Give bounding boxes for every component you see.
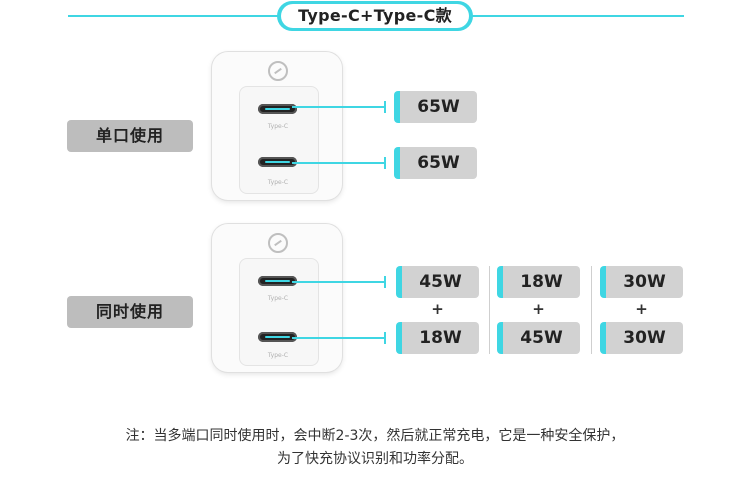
usb-c-port-bottom (258, 332, 297, 342)
port-label: Type-C (267, 179, 289, 186)
charger-face (239, 258, 319, 366)
power-pill-single-bottom: 65W (394, 147, 477, 179)
connector-line (384, 101, 386, 113)
connector-line (292, 281, 385, 283)
plus-sign: + (635, 300, 648, 318)
connector-line (292, 162, 385, 164)
port-label: Type-C (267, 123, 289, 130)
usb-c-port-top (258, 276, 297, 286)
charger-image-single: Type-C Type-C (212, 52, 342, 200)
charger-image-simultaneous: Type-C Type-C (212, 224, 342, 372)
header-line-right (470, 15, 684, 17)
page-title: Type-C+Type-C款 (281, 4, 469, 28)
power-pill-single-top: 65W (394, 91, 477, 123)
charger-face (239, 86, 319, 194)
port-label: Type-C (267, 295, 289, 302)
brand-logo-icon (268, 233, 288, 253)
power-pill-combo1-bottom: 18W (396, 322, 479, 354)
connector-line (292, 337, 385, 339)
power-pill-combo2-bottom: 45W (497, 322, 580, 354)
header-line-left (68, 15, 280, 17)
power-pill-combo3-bottom: 30W (600, 322, 683, 354)
usb-c-port-top (258, 104, 297, 114)
note-line-2: 为了快充协议识别和功率分配。 (277, 451, 473, 467)
usb-c-port-bottom (258, 157, 297, 167)
mode-label-single: 单口使用 (67, 120, 193, 152)
mode-label-simultaneous: 同时使用 (67, 296, 193, 328)
connector-line (384, 332, 386, 344)
brand-logo-icon (268, 61, 288, 81)
divider (591, 266, 592, 354)
connector-line (384, 157, 386, 169)
plus-sign: + (431, 300, 444, 318)
power-pill-combo2-top: 18W (497, 266, 580, 298)
divider (489, 266, 490, 354)
port-label: Type-C (267, 352, 289, 359)
connector-line (384, 276, 386, 288)
power-pill-combo1-top: 45W (396, 266, 479, 298)
note-line-1: 注：当多端口同时使用时，会中断2-3次，然后就正常充电，它是一种安全保护， (125, 428, 625, 444)
power-pill-combo3-top: 30W (600, 266, 683, 298)
plus-sign: + (532, 300, 545, 318)
connector-line (292, 106, 385, 108)
